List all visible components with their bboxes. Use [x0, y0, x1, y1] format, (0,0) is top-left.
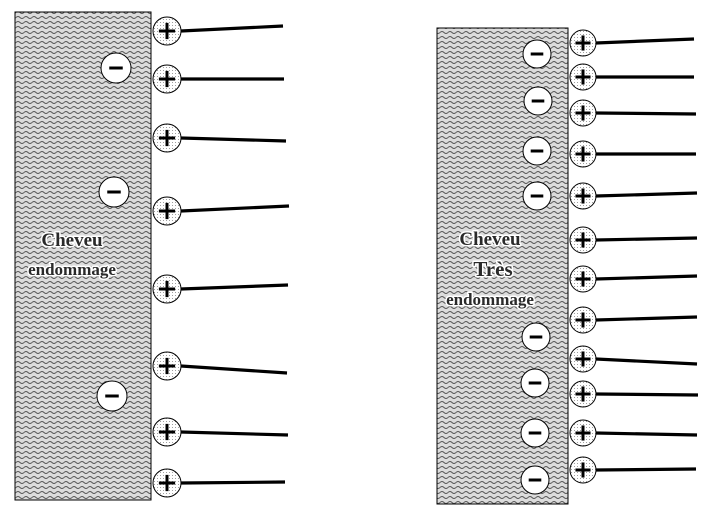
hair-label-line-1: Cheveu — [41, 230, 103, 251]
attached-chain — [595, 467, 697, 472]
negative-charge — [521, 322, 551, 352]
negative-charge — [522, 136, 552, 166]
positive-charge — [569, 29, 695, 57]
negative-charge — [100, 52, 132, 84]
negative-charge — [96, 380, 128, 412]
very-damaged-hair-panel: Cheveu Très endommage — [436, 27, 699, 505]
negative-charge — [520, 465, 550, 495]
positive-charge — [569, 456, 697, 484]
negative-charge — [520, 368, 550, 398]
positive-charge — [569, 419, 698, 447]
positive-charge — [152, 417, 289, 447]
attached-chain — [595, 392, 699, 397]
attached-chain — [180, 480, 286, 485]
positive-charge — [569, 380, 699, 408]
attached-chain — [180, 136, 287, 143]
positive-charge — [152, 351, 288, 381]
positive-charge — [569, 306, 698, 334]
hair-label-line-3: endommage — [446, 290, 534, 309]
negative-charge — [520, 418, 550, 448]
attached-chain — [180, 430, 289, 437]
hair-label-line-1: Cheveu — [459, 229, 521, 250]
positive-charge — [569, 99, 697, 127]
positive-charge — [569, 140, 696, 168]
positive-charge — [569, 63, 694, 91]
damaged-hair-panel: Cheveu endommage — [14, 11, 290, 501]
positive-charge — [569, 345, 698, 373]
attached-chain — [180, 364, 288, 375]
negative-charge — [522, 39, 552, 69]
attached-chain — [595, 236, 698, 242]
positive-charge — [152, 123, 287, 153]
positive-charge — [152, 274, 289, 304]
positive-charge — [569, 226, 698, 254]
negative-charge — [98, 176, 130, 208]
attached-chain — [595, 274, 698, 281]
positive-charge — [152, 468, 286, 498]
positive-charge — [569, 265, 698, 293]
negative-charge — [523, 86, 553, 116]
negative-charge — [522, 181, 552, 211]
attached-chain — [595, 37, 695, 45]
attached-chain — [180, 283, 289, 291]
attached-chain — [595, 431, 698, 437]
attached-chain — [595, 315, 698, 322]
attached-chain — [180, 24, 284, 33]
positive-charge — [152, 16, 284, 46]
hair-label-line-2: endommage — [28, 260, 116, 279]
hair-label-line-2: Très — [473, 257, 512, 281]
attached-chain — [180, 204, 290, 213]
attached-chain — [595, 111, 697, 116]
positive-charge — [152, 64, 284, 94]
attached-chain — [595, 357, 698, 366]
hair-strand — [14, 11, 152, 501]
positive-charge — [569, 182, 698, 210]
attached-chain — [595, 191, 698, 198]
positive-charge — [152, 196, 290, 226]
